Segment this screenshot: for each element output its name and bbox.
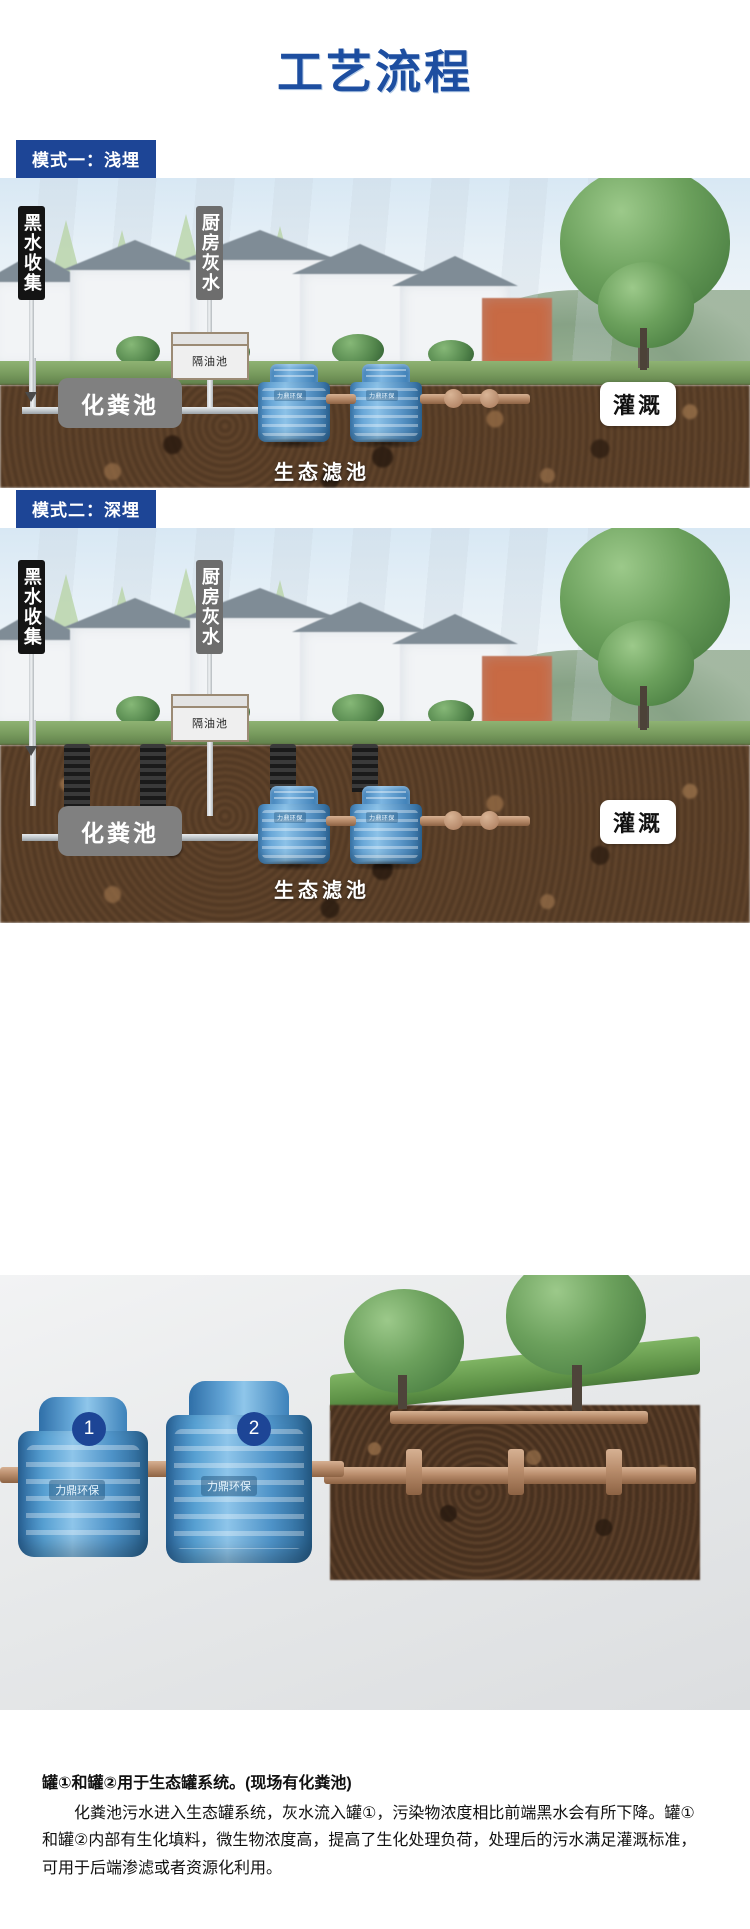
footer-description: 罐①和罐②用于生态罐系统。(现场有化粪池) 化粪池污水进入生态罐系统，灰水流入罐… [0,1770,750,1882]
eco-filter-tank-2: 力鼎环保 [348,364,424,449]
tank-brand-logo: 力鼎环保 [201,1475,258,1496]
inter-tank-pipe [326,394,356,404]
page-title: 工艺流程 [277,46,473,98]
blackwater-label: 黑水收集 [18,206,45,300]
grease-trap: 隔油池 [171,694,249,742]
product-showcase-panel: 力鼎环保 力鼎环保 1 2 [0,1275,750,1710]
blackwater-label: 黑水收集 [18,560,45,654]
block-tree-trunk [572,1365,582,1413]
product-tank-2: 力鼎环保 [166,1381,312,1563]
blackwater-sign: 黑水收集 [18,206,45,402]
grease-trap-label: 隔油池 [192,718,228,730]
access-riser-shaft [64,744,90,810]
pipe-joint [444,811,463,830]
septic-tank: 化粪池 [58,806,182,856]
septic-tank-label: 化粪池 [81,392,159,418]
soil-block-diagram [324,1275,700,1590]
diagram-mode-1: 黑水收集 厨房灰水 隔油池 化粪池 力鼎环保 [0,178,750,488]
tank-brand-logo: 力鼎环保 [274,812,306,823]
access-riser-shaft [140,744,166,810]
tank-body [166,1415,312,1563]
shrub [332,334,384,366]
shrub [332,694,384,726]
pipe-joint [444,389,463,408]
grease-trap-label: 隔油池 [192,356,228,368]
mode-2-badge-row: 模式二：深埋 [0,488,750,528]
grease-trap-outlet-pipe [207,736,213,816]
greywater-label: 厨房灰水 [196,560,223,654]
blackwater-sign: 黑水收集 [18,560,45,756]
number-badge-2: 2 [237,1412,271,1446]
lateral-pipe [508,1449,524,1495]
grease-trap-outlet-pipe [207,374,213,414]
eco-filter-tank-2: 力鼎环保 [348,786,424,871]
eco-filter-caption: 生态滤池 [274,462,370,484]
small-tree-trunk [640,686,647,730]
house-red-roof [482,298,552,368]
inter-tank-pipe [326,816,356,826]
access-riser-shaft [270,744,296,792]
page-title-container: 工艺流程 [0,0,750,138]
section-divider [0,1268,750,1275]
grease-trap-cap [173,334,247,346]
small-tree-trunk [640,328,647,370]
irrigation-label: 灌溉 [600,382,677,426]
effluent-pipe [420,816,530,826]
septic-tank: 化粪池 [58,378,182,428]
greywater-label: 厨房灰水 [196,206,223,300]
house-red-roof [482,656,552,728]
soil-front-face [330,1405,700,1580]
pipe-joint [480,811,499,830]
grease-trap: 隔油池 [171,332,249,380]
eco-filter-tank-1: 力鼎环保 [256,786,332,871]
block-tree-trunk [398,1375,407,1409]
access-riser-shaft [352,744,378,792]
mode-2-badge: 模式二：深埋 [16,490,156,528]
footer-body-text: 化粪池污水进入生态罐系统，灰水流入罐①，污染物浓度相比前端黑水会有所下降。罐①和… [42,1804,697,1877]
block-tree-canopy [506,1275,646,1375]
greywater-sign: 厨房灰水 [196,206,223,354]
tank-neck [189,1381,289,1421]
flow-arrow-down-icon [25,746,38,756]
tank-brand-logo: 力鼎环保 [366,390,398,401]
blackwater-pipe [30,720,36,806]
irrigation-label: 灌溉 [600,800,677,844]
grease-trap-cap [173,696,247,708]
eco-filter-caption: 生态滤池 [274,880,370,902]
septic-tank-label: 化粪池 [81,820,159,846]
lateral-pipe [606,1449,622,1495]
tank-body [18,1431,148,1557]
eco-filter-tank-1: 力鼎环保 [256,364,332,449]
tank-brand-logo: 力鼎环保 [274,390,306,401]
number-badge-1: 1 [72,1412,106,1446]
tank-brand-logo: 力鼎环保 [366,812,398,823]
mode-1-badge: 模式一：浅埋 [16,140,156,178]
tank-brand-logo: 力鼎环保 [49,1480,106,1501]
footer-lead-text: 罐①和罐②用于生态罐系统。(现场有化粪池) [42,1775,352,1792]
pipe-joint [480,389,499,408]
lawn-strip [0,721,750,745]
mode-1-badge-row: 模式一：浅埋 [0,138,750,178]
greywater-sign: 厨房灰水 [196,560,223,712]
tank-outlet-pipe [302,1461,344,1477]
lateral-pipe [406,1449,422,1495]
effluent-pipe [420,394,530,404]
distribution-pipe-upper [390,1411,648,1424]
flow-arrow-down-icon [25,392,38,402]
diagram-mode-2: 黑水收集 厨房灰水 隔油池 化粪池 力鼎环保 [0,528,750,923]
